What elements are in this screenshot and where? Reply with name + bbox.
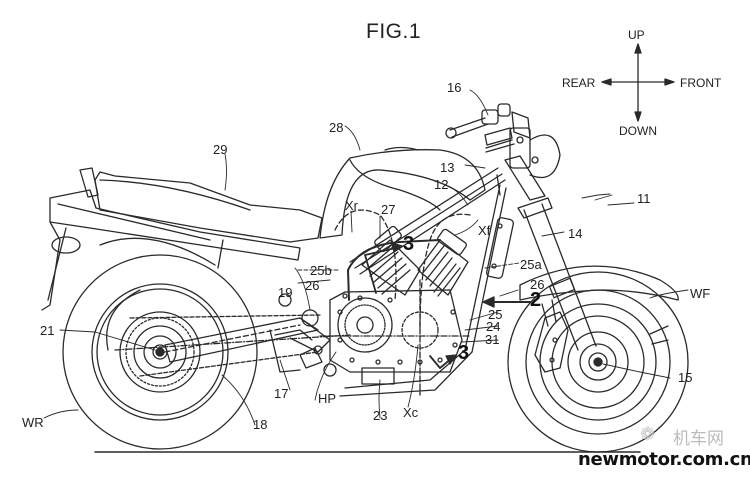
direction-up-label: UP (628, 28, 645, 42)
label-wr: WR (22, 415, 44, 430)
tank-line (350, 160, 440, 210)
label-28: 28 (329, 120, 344, 135)
front-fork (505, 156, 596, 350)
handlebar (446, 104, 530, 152)
fuel-tank (320, 150, 485, 238)
section-line-3 (348, 240, 440, 300)
direction-down-label: DOWN (619, 124, 657, 138)
label-xc: Xc (403, 405, 419, 420)
label-17: 17 (274, 386, 289, 401)
label-18: 18 (253, 417, 268, 432)
label-xr: Xr (345, 198, 358, 213)
rear-wheel (63, 255, 257, 449)
seat (95, 172, 322, 242)
headlight (510, 128, 560, 178)
label-25b: 25b (310, 263, 332, 278)
view-marker-2: 2 (530, 289, 542, 311)
label-xf: Xf (478, 223, 491, 238)
label-15: 15 (678, 370, 693, 385)
label-12: 12 (434, 177, 449, 192)
label-11: 11 (637, 191, 651, 206)
section-marker-3-bottom: 3 (458, 342, 470, 364)
label-25: 25 (488, 307, 503, 322)
label-24: 24 (486, 319, 501, 334)
swing-arm (115, 318, 350, 362)
rear-fender (42, 222, 60, 310)
section-marker-3-top: 3 (403, 233, 415, 255)
direction-arrows (602, 44, 674, 121)
front-wheel (508, 272, 688, 452)
wechat-icon: ❁ (640, 424, 656, 444)
label-25a: 25a (520, 257, 542, 272)
pivot-assembly (270, 294, 336, 376)
front-fender (520, 266, 678, 300)
figure-title: FIG.1 (366, 20, 422, 43)
tank-cap (385, 148, 418, 151)
label-14: 14 (568, 226, 583, 241)
watermark-chinese: 机车网 (673, 429, 724, 449)
label-26-left: 26 (305, 278, 320, 293)
drive-chain (130, 315, 320, 376)
direction-front-label: FRONT (680, 76, 722, 90)
label-19: 19 (278, 285, 293, 300)
frame (340, 168, 514, 396)
label-13: 13 (440, 160, 455, 175)
label-27: 27 (381, 202, 396, 217)
watermark-site: newmotor.com.cn (578, 449, 750, 470)
label-21: 21 (40, 323, 55, 338)
label-16: 16 (447, 80, 462, 95)
label-23: 23 (373, 408, 388, 423)
engine (320, 210, 470, 395)
direction-rear-label: REAR (562, 76, 596, 90)
label-26-right: 26 (530, 277, 545, 292)
tail-cowl (50, 190, 300, 260)
label-hp: HP (318, 391, 337, 406)
label-31: 31 (485, 332, 500, 347)
label-wf: WF (690, 286, 711, 301)
label-29: 29 (213, 142, 228, 157)
leader-lines (44, 90, 688, 425)
